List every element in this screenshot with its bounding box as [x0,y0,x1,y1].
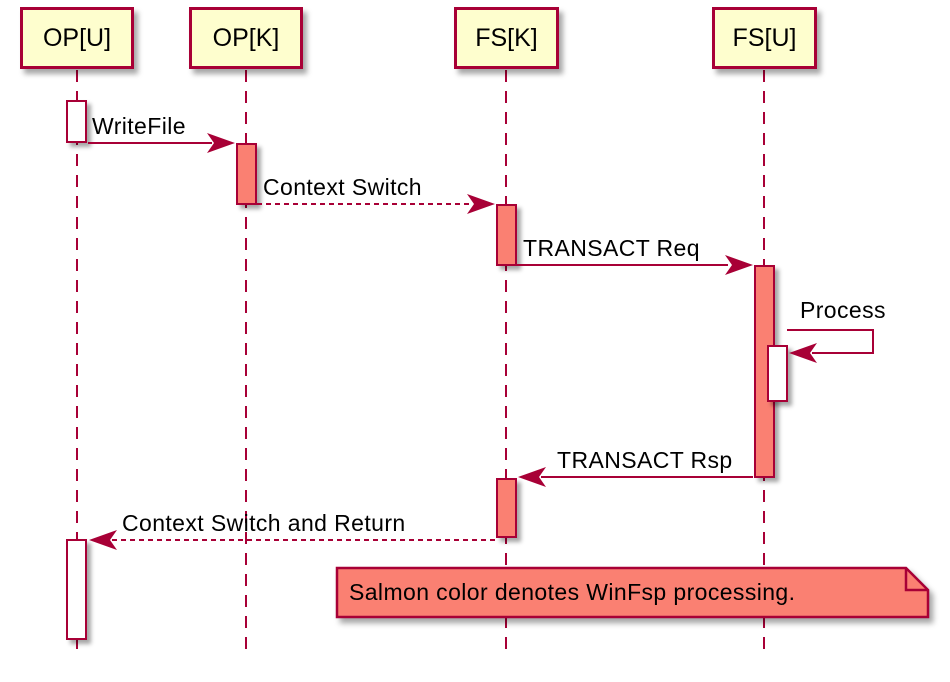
message-arrow-transact-req [517,255,753,275]
arrowhead-left-icon [89,530,117,550]
participant-op-k: OP[K] [189,7,303,69]
arrowhead-right-icon [207,133,235,153]
participant-fs-u: FS[U] [712,7,817,69]
arrowhead-left-icon [518,467,546,487]
activation-fs-k-processing [496,204,517,266]
message-arrow-transact-rsp [518,467,753,487]
note [335,566,930,619]
activation-op-u-writefile [66,100,87,143]
message-label-process: Process [800,297,886,323]
message-label-transact-rsp: TRANSACT Rsp [557,447,733,473]
message-label-transact-req: TRANSACT Req [523,235,700,261]
arrowhead-left-icon [789,343,817,363]
activation-op-k-processing [236,143,257,205]
message-arrow-writefile [88,133,235,153]
activation-fs-u-process-nested [767,345,788,402]
note-fold-icon [904,568,928,592]
participant-op-u: OP[U] [20,7,134,69]
arrowhead-right-icon [725,255,753,275]
message-label-context-switch-return: Context Switch and Return [122,510,406,536]
participant-op-k-label: OP[K] [212,23,280,52]
participant-fs-k-label: FS[K] [475,23,538,52]
note-text: Salmon color denotes WinFsp processing. [349,579,796,605]
message-arrow-context-switch-return [89,530,495,550]
message-arrow-context-switch [257,194,495,214]
message-arrow-process-self [787,329,874,363]
arrowhead-right-icon [467,194,495,214]
participant-fs-k: FS[K] [454,7,559,69]
activation-op-u-return [66,539,87,640]
activation-fs-k-return [496,478,517,538]
participant-fs-u-label: FS[U] [732,23,797,52]
message-label-writefile: WriteFile [92,113,186,139]
message-label-context-switch: Context Switch [263,174,422,200]
participant-op-u-label: OP[U] [42,23,112,52]
